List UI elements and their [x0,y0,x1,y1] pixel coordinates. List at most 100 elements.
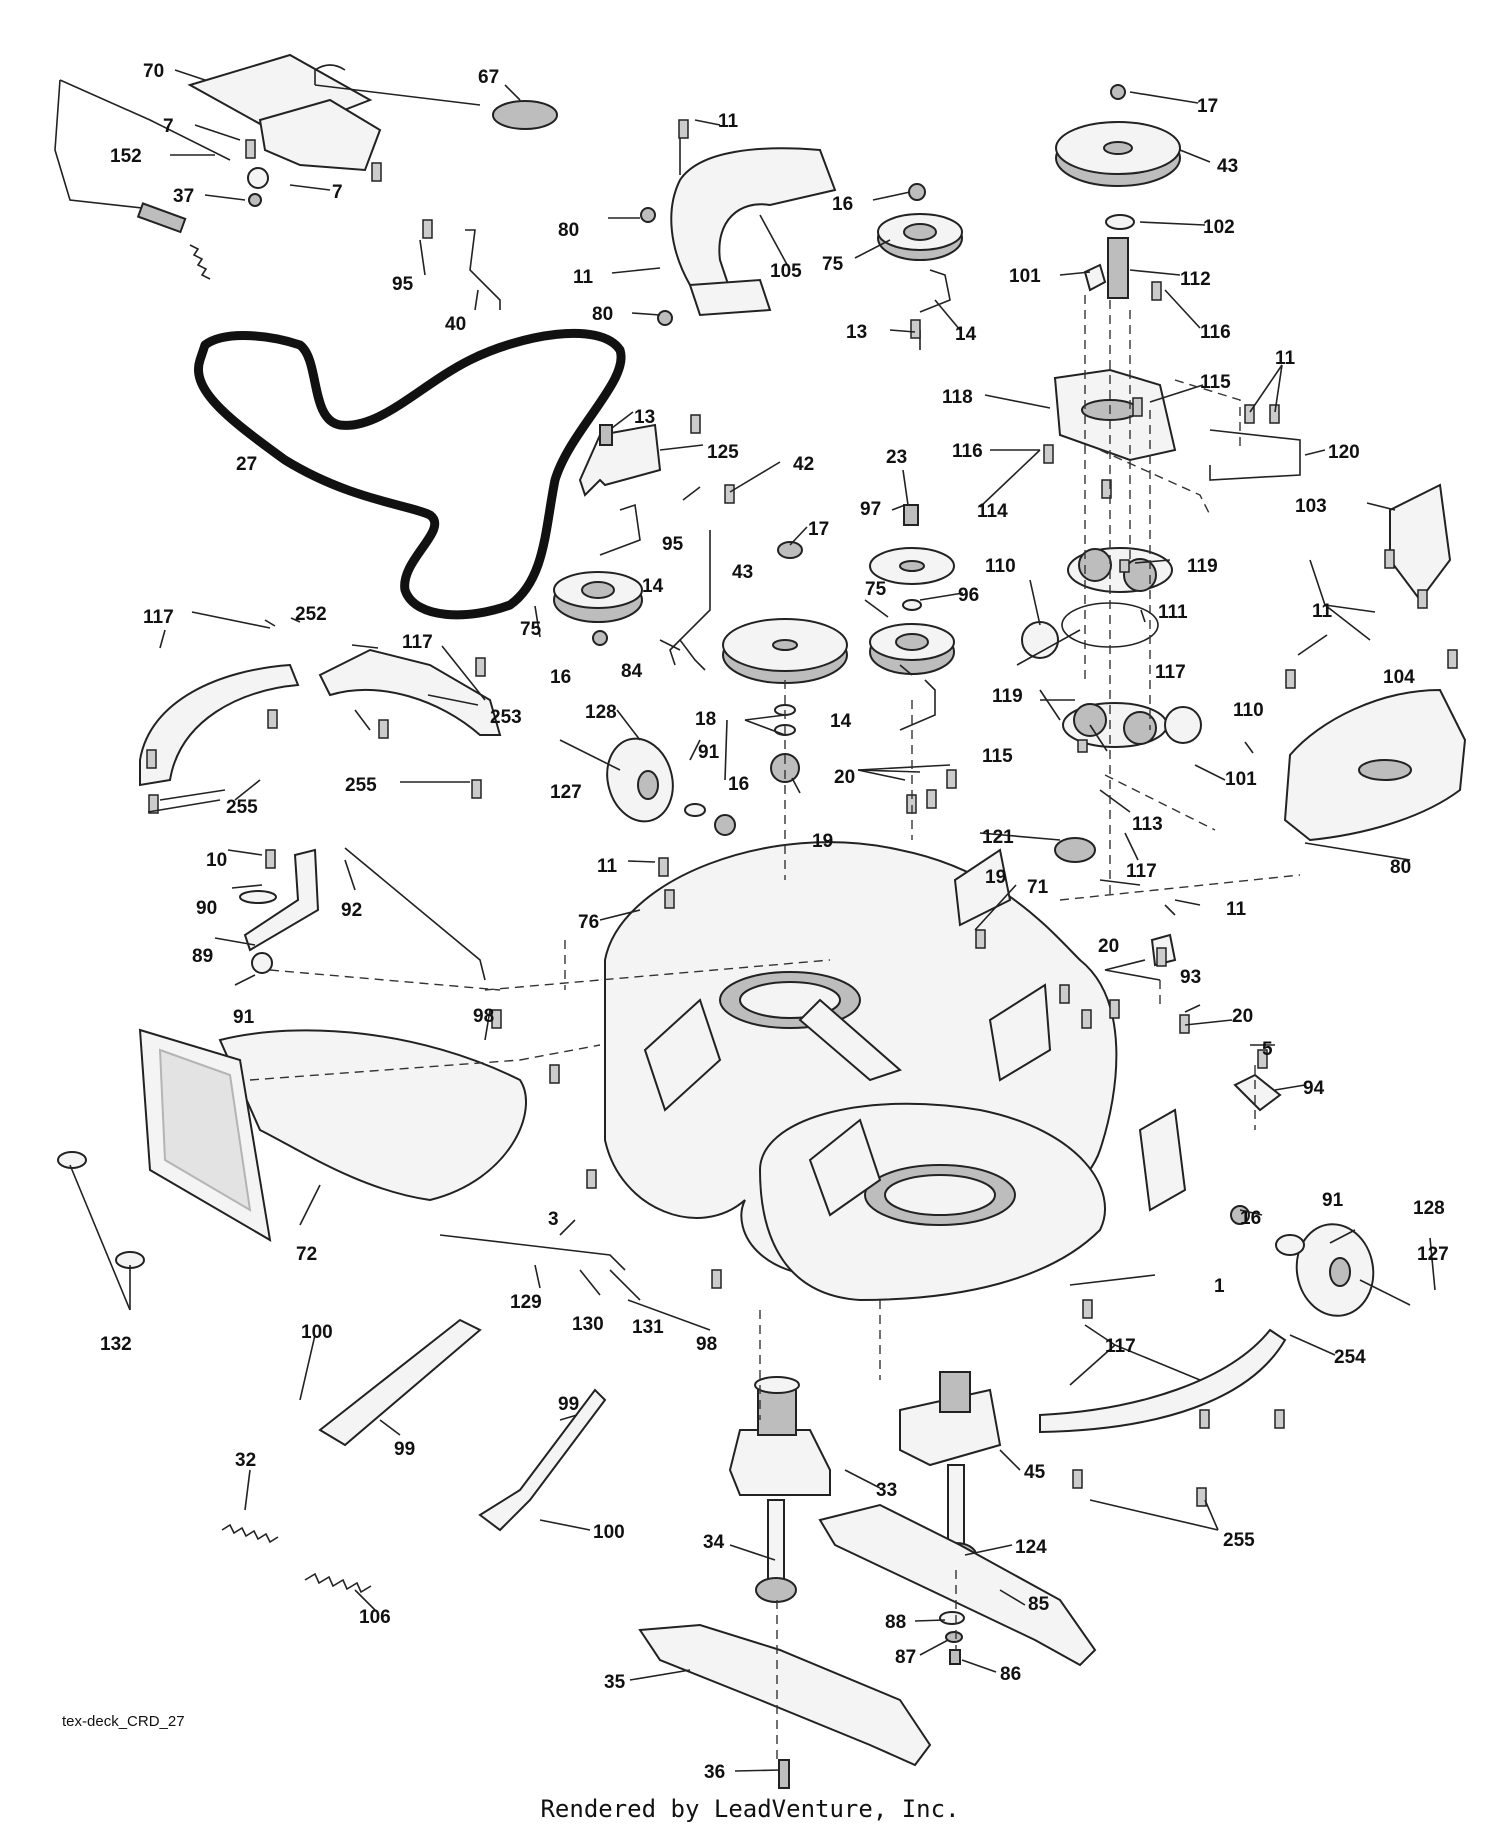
callout-100: 100 [301,1322,333,1343]
callout-16: 16 [832,194,853,215]
callout-128: 128 [1413,1198,1445,1219]
callout-17: 17 [808,519,829,540]
bolt-86 [949,1649,961,1665]
callout-106: 106 [359,1607,391,1628]
callout-93: 93 [1180,967,1201,988]
callout-11: 11 [718,111,739,132]
callout-11: 11 [1226,899,1247,920]
strip-254 [1039,1328,1287,1434]
callout-14: 14 [830,711,852,732]
drive-belt [194,328,626,620]
callout-132: 132 [100,1334,132,1355]
callout-255: 255 [1223,1530,1255,1551]
callout-19: 19 [985,867,1006,888]
callout-76: 76 [578,912,599,933]
callout-42: 42 [793,454,814,475]
callout-121: 121 [982,827,1014,848]
callout-40: 40 [445,314,466,335]
callout-120: 120 [1328,442,1360,463]
callout-118: 118 [942,387,973,408]
callout-16: 16 [1240,1208,1261,1229]
callout-100: 100 [593,1522,625,1543]
callout-91: 91 [233,1007,255,1028]
callout-117: 117 [1126,861,1157,882]
callout-85: 85 [1028,1594,1050,1615]
callout-101: 101 [1225,769,1257,790]
callout-45: 45 [1024,1462,1046,1483]
callout-116: 116 [1200,322,1231,343]
washer-88 [939,1611,965,1625]
callout-130: 130 [572,1314,604,1335]
callout-16: 16 [728,774,749,795]
callout-99: 99 [558,1394,579,1415]
callout-96: 96 [958,585,979,606]
callout-43: 43 [732,562,753,583]
callout-110: 110 [985,556,1016,577]
shield-252 [139,663,300,787]
callout-14: 14 [642,576,664,597]
callout-125: 125 [707,442,739,463]
callout-115: 115 [982,746,1013,767]
callout-90: 90 [196,898,217,919]
callout-110: 110 [1233,700,1264,721]
callout-70: 70 [143,61,164,82]
callout-5: 5 [1262,1039,1273,1060]
callout-17: 17 [1197,96,1218,117]
callout-43: 43 [1217,156,1238,177]
callout-87: 87 [895,1647,916,1668]
callout-16: 16 [550,667,571,688]
callout-91: 91 [1322,1190,1344,1211]
spring-32 [221,1523,279,1544]
bracket-40 [465,229,501,310]
callout-11: 11 [573,267,594,288]
callout-34: 34 [703,1532,725,1553]
callout-117: 117 [1105,1336,1136,1357]
callout-91: 91 [698,742,720,763]
callout-10: 10 [206,850,227,871]
bracket-89-rod-92 [239,847,486,981]
callout-152: 152 [110,146,142,167]
callout-72: 72 [296,1244,317,1265]
shield-253 [318,648,502,736]
callout-11: 11 [597,856,618,877]
callout-105: 105 [770,261,802,282]
callout-97: 97 [860,499,881,520]
gauge-wheel-left [559,737,736,836]
spring-106 [304,1572,372,1594]
callout-102: 102 [1203,217,1235,238]
alignment-lines [249,295,1301,1760]
callout-7: 7 [332,182,343,203]
callout-13: 13 [634,407,655,428]
callout-37: 37 [173,186,194,207]
callout-95: 95 [662,534,684,555]
callout-99: 99 [394,1439,415,1460]
callout-98: 98 [473,1006,494,1027]
callout-98: 98 [696,1334,717,1355]
callout-115: 115 [1200,372,1231,393]
callout-20: 20 [834,767,855,788]
callout-11: 11 [1312,601,1333,622]
callout-75: 75 [520,619,542,640]
callout-119: 119 [1187,556,1218,577]
blade-85 [818,1503,1097,1667]
callout-103: 103 [1295,496,1327,517]
callout-35: 35 [604,1672,626,1693]
callout-127: 127 [1417,1244,1449,1265]
callout-89: 89 [192,946,213,967]
callout-3: 3 [548,1209,559,1230]
callout-255: 255 [345,775,377,796]
blade-35 [638,1623,932,1767]
callout-129: 129 [510,1292,542,1313]
bolt-36 [778,1759,790,1789]
callout-33: 33 [876,1480,897,1501]
belt-guard [640,130,837,326]
lift-lever-assembly [54,53,558,280]
callout-88: 88 [885,1612,906,1633]
callout-254: 254 [1334,1347,1366,1368]
callout-67: 67 [478,67,499,88]
callout-86: 86 [1000,1664,1021,1685]
bracket-94 [1233,1073,1282,1112]
gearbox-cover [1283,483,1467,842]
callout-labels: 70 67 7 152 7 37 11 80 105 11 80 95 40 2… [100,61,1449,1783]
arm-99-right [478,1388,607,1532]
